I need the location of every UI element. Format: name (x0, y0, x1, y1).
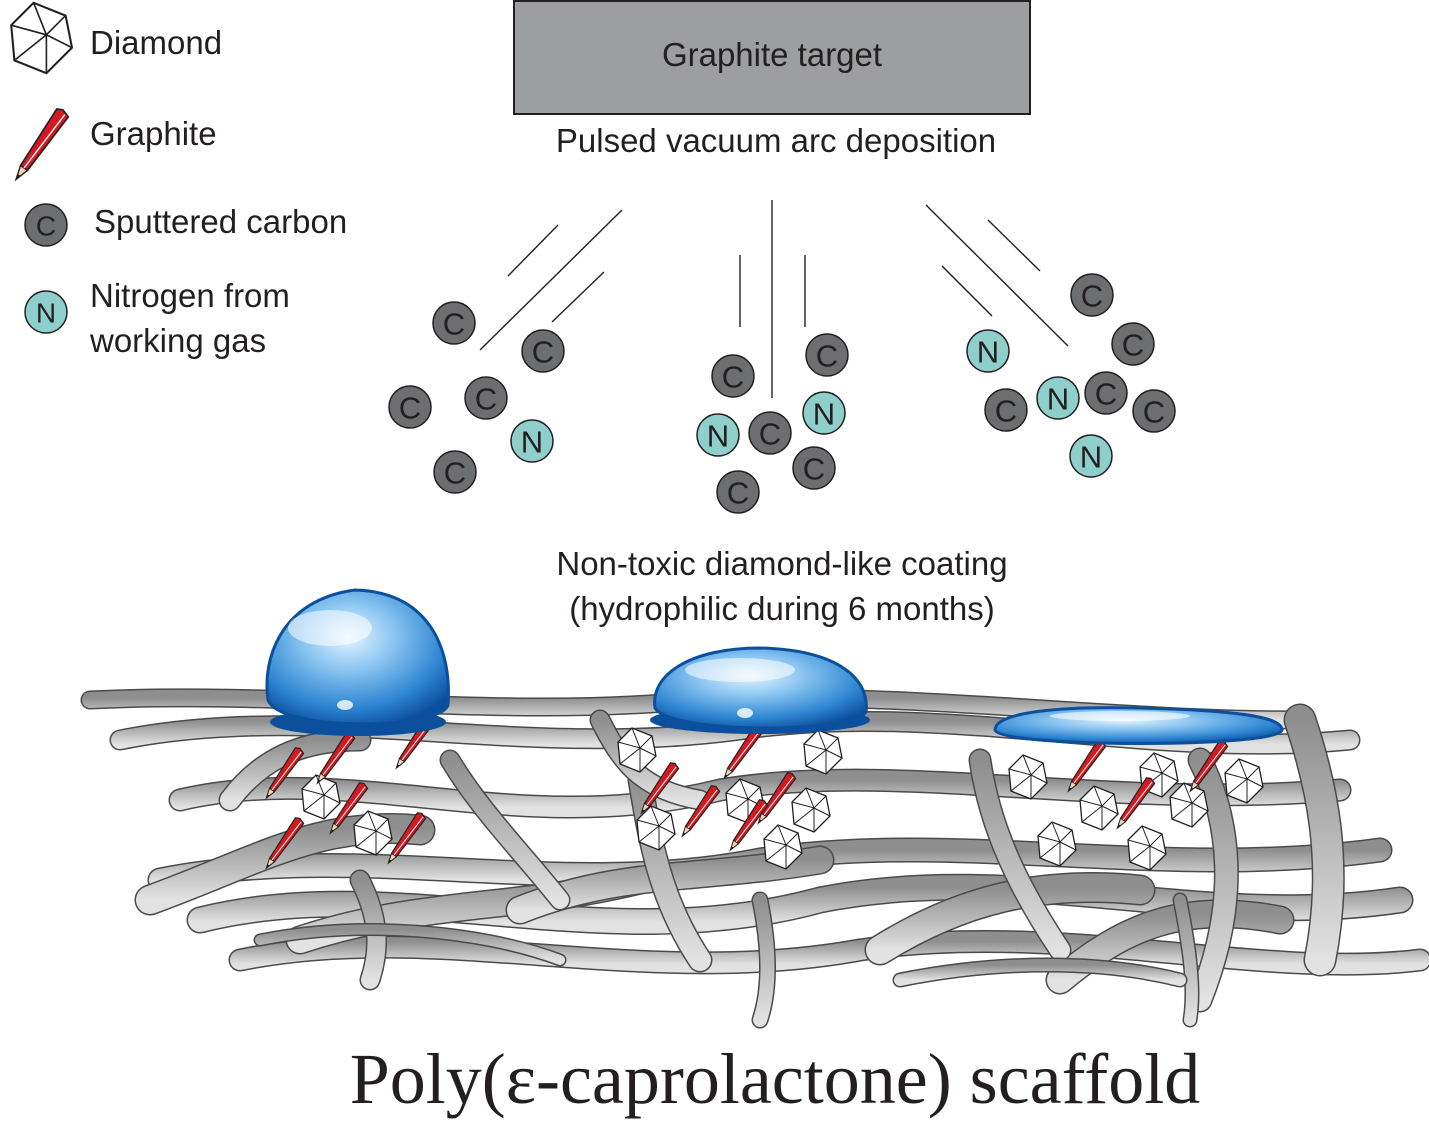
carbon-symbol: C (816, 339, 838, 374)
carbon-symbol: C (1143, 395, 1165, 430)
carbon-atom: C (984, 388, 1028, 432)
nitrogen-symbol: N (36, 298, 56, 329)
carbon-symbol: C (399, 391, 421, 426)
carbon-atom-icon: C (24, 203, 68, 247)
carbon-symbol: C (475, 382, 497, 417)
nitrogen-atom-icon: N (24, 290, 68, 334)
scaffold-fiber (1174, 894, 1198, 1026)
nitrogen-symbol: N (813, 397, 835, 432)
water-droplet-icon (265, 588, 450, 736)
legend-nitrogen-label-line2: working gas (89, 322, 266, 359)
carbon-atom: C (716, 470, 760, 514)
carbon-atom: C (1111, 322, 1155, 366)
carbon-atom: C (432, 301, 476, 345)
graphite-target: Graphite target (513, 0, 1031, 115)
diamond-icon (791, 787, 831, 833)
carbon-symbol: C (759, 417, 781, 452)
scaffold-fiber (894, 959, 1186, 986)
carbon-atom: C (805, 333, 849, 377)
graphite-target-label: Graphite target (662, 36, 882, 73)
carbon-atom: C (1070, 273, 1114, 317)
legend-nitrogen-label-line1: Nitrogen from (90, 277, 290, 314)
scaffold-fiber (1189, 749, 1238, 1011)
graphite-pencil-icon (9, 105, 71, 185)
carbon-symbol: C (1081, 279, 1103, 314)
carbon-atom: C (792, 446, 836, 490)
water-droplet-icon (650, 646, 870, 734)
carbon-atom: C (521, 329, 565, 373)
nitrogen-symbol: N (521, 425, 543, 460)
legend: Diamond Graphite C Sputtered carbon N Ni… (9, 1, 347, 359)
coating-label-line1: Non-toxic diamond-like coating (556, 545, 1007, 582)
scaffold-fiber (591, 711, 709, 809)
legend-graphite-label: Graphite (90, 115, 217, 152)
carbon-atom: C (464, 376, 508, 420)
carbon-atom: C (748, 411, 792, 455)
nitrogen-atom: N (966, 329, 1010, 373)
nitrogen-atom: N (1069, 434, 1113, 478)
carbon-atom: C (388, 385, 432, 429)
nitrogen-symbol: N (707, 419, 729, 454)
scaffold-fiber (753, 893, 775, 1027)
carbon-symbol: C (36, 211, 56, 242)
nitrogen-atom: N (510, 419, 554, 463)
carbon-symbol: C (803, 452, 825, 487)
legend-sputtered-carbon-label: Sputtered carbon (94, 203, 347, 240)
particle-trajectories (479, 200, 1069, 398)
scaffold-fiber (629, 769, 711, 971)
coating-label-line2: (hydrophilic during 6 months) (569, 590, 995, 627)
carbon-symbol: C (444, 456, 466, 491)
diamond-icon (803, 729, 843, 775)
carbon-symbol: C (995, 394, 1017, 429)
legend-diamond-label: Diamond (90, 24, 222, 61)
carbon-atom: C (1084, 371, 1128, 415)
carbon-symbol: C (727, 476, 749, 511)
carbon-atom: C (433, 450, 477, 494)
scaffold-fiber (230, 931, 1429, 975)
carbon-symbol: C (532, 335, 554, 370)
diamond-icon (10, 1, 74, 75)
water-droplet-icon (993, 706, 1284, 745)
scaffold-fiber (1285, 705, 1344, 975)
carbon-atom: C (1132, 389, 1176, 433)
scaffold-fiber (970, 750, 1070, 960)
process-label: Pulsed vacuum arc deposition (556, 122, 996, 159)
scaffold-fiber (441, 751, 569, 909)
scaffold-fiber (255, 924, 565, 965)
nitrogen-symbol: N (1047, 382, 1069, 417)
carbon-symbol: C (722, 360, 744, 395)
carbon-symbol: C (1122, 328, 1144, 363)
carbon-atom: C (711, 354, 755, 398)
scaffold-title: Poly(ε-caprolactone) scaffold (350, 1039, 1201, 1119)
carbon-symbol: C (1095, 377, 1117, 412)
scaffold-fiber (866, 873, 1154, 964)
nitrogen-symbol: N (1080, 440, 1102, 475)
carbon-symbol: C (443, 307, 465, 342)
nitrogen-atom: N (696, 413, 740, 457)
nitrogen-atom: N (1036, 376, 1080, 420)
scaffold-fiber (220, 730, 370, 810)
scaffold-fiber (170, 770, 1350, 818)
nitrogen-atom: N (802, 391, 846, 435)
nitrogen-symbol: N (977, 335, 999, 370)
